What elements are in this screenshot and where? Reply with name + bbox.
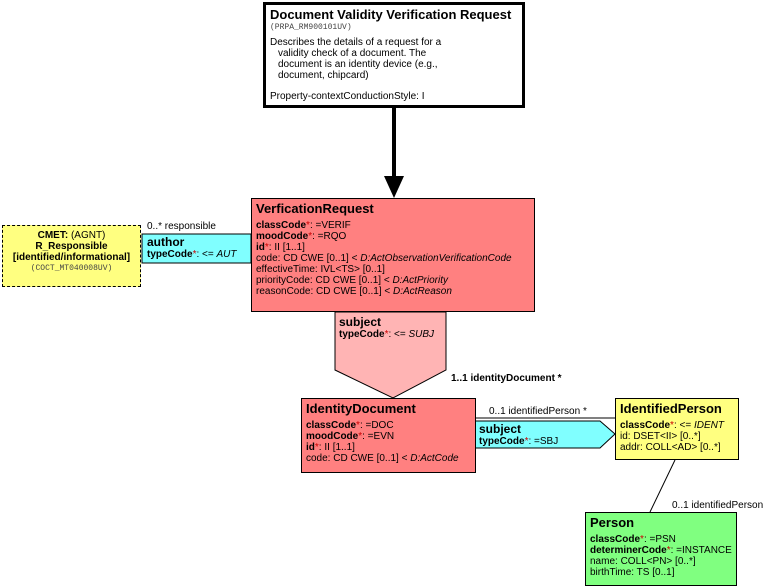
person-link: [649, 459, 676, 513]
request-moodcode-val: : =RQO: [312, 231, 347, 242]
iperson-title: IdentifiedPerson: [620, 401, 722, 416]
iperson-classcode-val: : <=: [673, 420, 694, 431]
author-name: author: [147, 235, 185, 249]
iperson-classcode-code: IDENT: [693, 420, 724, 431]
header-id: (PRPA_RM900101UV): [270, 23, 352, 32]
person-determiner-val: : =INSTANCE: [670, 545, 732, 556]
cmet-id: (COCT_MT040008UV): [30, 264, 113, 273]
header-desc-3: document is an identity device (e.g.,: [278, 59, 438, 70]
subject1-rel-label: 1..1 identityDocument *: [451, 373, 562, 384]
subject2-rel-label: 0..1 identifiedPerson *: [489, 406, 587, 417]
cmet-name: R_Responsible: [35, 241, 108, 252]
header-desc-4: document, chipcard): [278, 70, 369, 81]
header-title: Document Validity Verification Request: [270, 7, 512, 22]
author-box: author typeCode*: <= AUT: [147, 235, 237, 261]
request-code: code: CD CWE [0..1] <: [256, 253, 361, 264]
doc-moodcode-val: : =EVN: [362, 431, 395, 442]
request-code-domain: D:ActObservationVerificationCode: [360, 253, 512, 264]
cmet-box: CMET: (AGNT) R_Responsible [identified/i…: [2, 225, 141, 287]
author-tc-label: typeCode: [147, 249, 193, 260]
subject1-box: subject typeCode*: <= SUBJ: [339, 315, 435, 341]
subject1-tc-code: SUBJ: [408, 329, 435, 340]
request-effectivetime: effectiveTime: IVL<TS> [0..1]: [256, 264, 385, 275]
cmet-flavor: [identified/informational]: [12, 252, 131, 263]
doc-id: id: [306, 442, 315, 453]
author-tc-val: : <=: [196, 249, 217, 260]
doc-classcode-val: : =DOC: [359, 420, 394, 431]
cmet-agnt: (AGNT): [68, 230, 106, 241]
person-determiner: determinerCode: [590, 545, 667, 556]
doc-box: IdentityDocument classCode*: =DOC moodCo…: [301, 398, 476, 473]
request-reason-domain: D:ActReason: [393, 286, 452, 297]
cmet-label: CMET:: [37, 230, 69, 241]
entry-arrow-head: [384, 176, 404, 198]
subject2-name: subject: [479, 422, 522, 436]
person-birthtime: birthTime: TS [0..1]: [590, 567, 675, 578]
request-reason: reasonCode: CD CWE [0..1] <: [256, 286, 394, 297]
request-title: VerficationRequest: [256, 201, 374, 216]
person-box: Person classCode*: =PSN determinerCode*:…: [585, 512, 737, 586]
request-priority-domain: D:ActPriority: [392, 275, 448, 286]
subject1-shape: [334, 311, 447, 399]
request-id-val: : II [1..1]: [268, 242, 305, 253]
cmet-rel-label: 0..* responsible: [147, 221, 216, 232]
request-priority: priorityCode: CD CWE [0..1] <: [256, 275, 393, 286]
doc-id-val: : II [1..1]: [318, 442, 355, 453]
doc-classcode: classCode: [306, 420, 357, 431]
iperson-classcode: classCode: [620, 420, 671, 431]
header-style: Property-contextConductionStyle: I: [270, 91, 425, 102]
person-name: name: COLL<PN> [0..*]: [590, 556, 696, 567]
request-classcode: classCode: [256, 220, 307, 231]
request-classcode-val: : =VERIF: [309, 220, 351, 231]
author-tc-code: AUT: [216, 249, 237, 260]
iperson-box: IdentifiedPerson classCode*: <= IDENT id…: [615, 398, 739, 460]
request-moodcode: moodCode: [256, 231, 309, 242]
header-box: Document Validity Verification Request (…: [263, 2, 525, 108]
doc-moodcode: moodCode: [306, 431, 359, 442]
person-title: Person: [590, 515, 635, 530]
person-classcode: classCode: [590, 534, 641, 545]
subject1-name: subject: [339, 315, 382, 329]
subject2-box: subject typeCode*: =SBJ: [479, 422, 559, 448]
subject2-tc-val: : =SBJ: [528, 436, 559, 447]
doc-code: code: CD CWE [0..1] <: [306, 453, 411, 464]
doc-title: IdentityDocument: [306, 401, 416, 416]
header-desc-2: validity check of a document. The: [278, 48, 427, 59]
subject1-tc-val: : <=: [388, 329, 409, 340]
iperson-rel-label: 0..1 identifiedPerson: [672, 500, 764, 511]
subject1-tc-label: typeCode: [339, 329, 385, 340]
request-box: VerficationRequest classCode*: =VERIF mo…: [251, 198, 535, 312]
iperson-id: id: DSET<II> [0..*]: [620, 431, 701, 442]
request-id: id: [256, 242, 265, 253]
iperson-addr: addr: COLL<AD> [0..*]: [620, 442, 721, 453]
person-classcode-val: : =PSN: [643, 534, 676, 545]
subject2-tc-label: typeCode: [479, 436, 525, 447]
doc-code-domain: D:ActCode: [410, 453, 459, 464]
header-desc-1: Describes the details of a request for a: [270, 37, 442, 48]
